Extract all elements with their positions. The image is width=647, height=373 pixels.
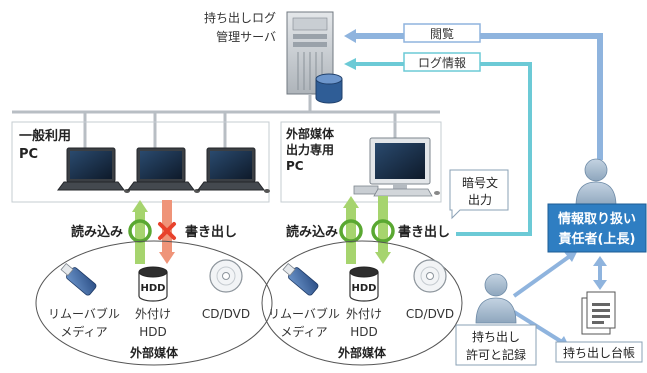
database-icon <box>315 73 343 104</box>
hdd-icon: HDD <box>349 266 379 302</box>
employee-line2: 許可と記録 <box>466 347 526 362</box>
export-pc-label-line3: PC <box>286 159 304 173</box>
cd-icon <box>209 259 243 293</box>
laptop-1 <box>57 147 130 193</box>
ledger-icon <box>581 291 616 335</box>
log-server-icon <box>286 11 334 95</box>
usb-icon <box>282 262 319 296</box>
network-lines <box>12 94 440 148</box>
usb-label-line2: メディア <box>280 324 327 339</box>
export-read-label: 読み込み <box>286 224 338 240</box>
log-info-label-box: ログ情報 <box>403 52 481 72</box>
ledger-box: 持ち出し台帳 <box>555 341 643 363</box>
hdd-label-line2: HDD <box>350 325 378 339</box>
desktop-pc-icon <box>353 137 440 197</box>
export-read-arrow <box>343 196 359 264</box>
manager-box: 情報取り扱い 責任者(上長) <box>547 203 647 253</box>
server-label-line1: 持ち出しログ <box>204 10 276 25</box>
export-pc-label-line2: 出力専用 <box>286 142 334 157</box>
general-pc-label-line2: PC <box>19 147 38 162</box>
media-title: 外部媒体 <box>338 345 387 360</box>
view-label: 閲覧 <box>430 27 454 41</box>
allow-write-icon <box>371 219 395 243</box>
hdd-icon-text: HDD <box>141 283 166 294</box>
export-pc-box: 外部媒体 出力専用 PC <box>280 121 442 203</box>
hdd-icon-text: HDD <box>352 283 377 294</box>
laptop-2 <box>127 147 200 193</box>
laptop-3 <box>197 147 270 193</box>
media-group-export: HDD リムーバブル メディア 外付け HDD CD/DVD 外部媒体 <box>261 240 463 366</box>
employee-box: 持ち出し 許可と記録 <box>455 324 537 366</box>
manager-person-icon <box>575 158 617 207</box>
export-write-label: 書き出し <box>398 224 450 240</box>
usb-icon <box>60 262 97 296</box>
usb-label-line2: メディア <box>60 324 107 339</box>
cd-label: CD/DVD <box>406 307 454 321</box>
log-server-label: 持ち出しログ 管理サーバ <box>204 10 276 44</box>
usb-label-line1: リムーバブル <box>48 306 120 321</box>
encrypt-output-callout: 暗号文 出力 <box>449 169 509 220</box>
manager-line1: 情報取り扱い <box>558 211 636 227</box>
cd-icon <box>413 259 447 293</box>
cd-label: CD/DVD <box>202 307 250 321</box>
media-group-general: HDD リムーバブル メディア 外付け HDD CD/DVD 外部媒体 <box>35 240 273 366</box>
deny-write-icon <box>158 222 176 240</box>
encrypt-line1: 暗号文 <box>462 175 498 190</box>
view-label-box: 閲覧 <box>403 23 481 43</box>
general-read-label: 読み込み <box>71 224 123 240</box>
employee-line1: 持ち出し <box>472 329 520 344</box>
ledger-label: 持ち出し台帳 <box>563 345 635 360</box>
media-title: 外部媒体 <box>130 345 179 360</box>
log-info-label: ログ情報 <box>418 56 466 70</box>
manager-line2: 責任者(上長) <box>559 231 636 247</box>
general-write-arrow <box>159 200 175 264</box>
hdd-icon: HDD <box>138 266 168 302</box>
hdd-label-line1: 外付け <box>346 307 382 321</box>
export-write-arrow <box>375 196 391 264</box>
usb-label-line1: リムーバブル <box>268 306 340 321</box>
general-read-arrow <box>132 200 148 264</box>
general-write-label: 書き出し <box>185 224 237 240</box>
encrypt-line2: 出力 <box>468 193 492 207</box>
server-label-line2: 管理サーバ <box>216 29 276 44</box>
export-pc-label-line1: 外部媒体 <box>286 126 335 141</box>
general-pc-label-line1: 一般利用 <box>19 128 71 144</box>
hdd-label-line2: HDD <box>139 325 167 339</box>
employee-person-icon <box>475 273 517 324</box>
hdd-label-line1: 外付け <box>135 307 171 321</box>
